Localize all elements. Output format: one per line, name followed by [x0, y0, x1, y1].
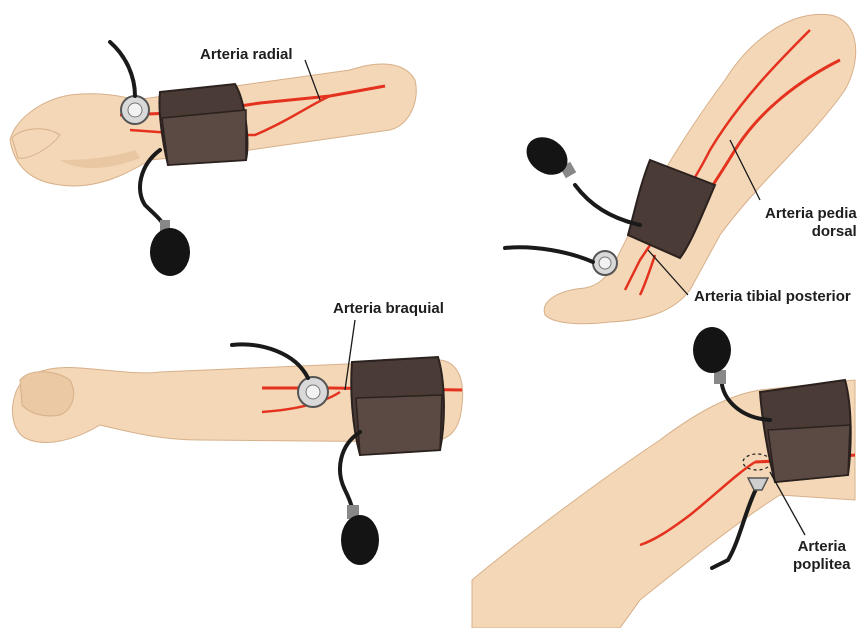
label-pedia-line2: dorsal [765, 223, 857, 241]
bulb-brachial [341, 515, 379, 565]
disc-center-ankle [599, 257, 611, 269]
bulb-radial [150, 228, 190, 276]
label-pedia-line1: Arteria pedia [765, 205, 857, 223]
cuff-knee-fold [768, 425, 850, 482]
label-arteria-radial: Arteria radial [200, 46, 293, 64]
label-arteria-poplitea: Arteria poplitea [793, 538, 851, 574]
cuff-brachial-fold [356, 395, 442, 455]
cuff-radial-fold [162, 110, 246, 165]
fist-shape [20, 372, 74, 416]
label-arteria-braquial: Arteria braquial [333, 300, 444, 318]
label-arteria-pedia-dorsal: Arteria pedia dorsal [765, 205, 857, 241]
label-poplitea-line1: Arteria [793, 538, 851, 556]
label-poplitea-line2: poplitea [793, 556, 851, 574]
disc-center [128, 103, 142, 117]
disc-center-brachial [306, 385, 320, 399]
label-arteria-tibial-posterior: Arteria tibial posterior [694, 288, 851, 306]
bulb-knee [693, 327, 731, 373]
